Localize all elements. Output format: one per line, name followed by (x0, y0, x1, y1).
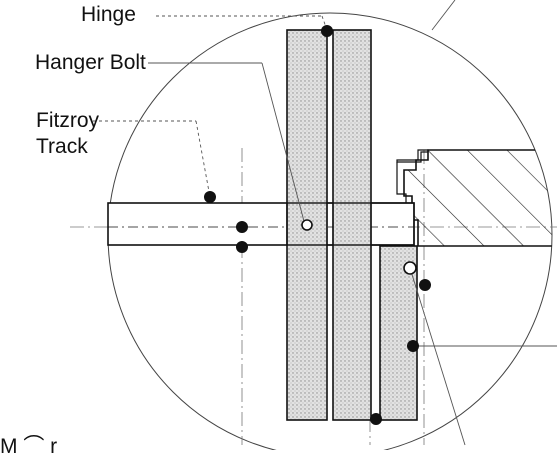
reference-dots (204, 25, 431, 425)
fitzroy-label-line1: Fitzroy (36, 109, 99, 132)
hinge-dot (321, 25, 333, 37)
track-dot (204, 191, 216, 203)
wall-section (396, 149, 552, 247)
bottom-right-leader (409, 267, 466, 446)
hanger-bolt-marker (301, 219, 313, 231)
pivot-marker (403, 261, 417, 275)
panel-2 (332, 29, 372, 421)
leader-lines (93, 0, 557, 446)
hanger-bolt-label: Hanger Bolt (35, 51, 146, 74)
track-overlay (286, 202, 415, 246)
detail-drawing (70, 0, 557, 458)
fitzroy-label-line2: Track (36, 135, 88, 158)
hinge-label: Hinge (81, 3, 136, 26)
fitzroy-track-label: Fitzroy Track (36, 108, 99, 160)
top-right-leader (431, 0, 456, 31)
panel-3 (379, 245, 418, 421)
diagram-canvas (70, 0, 557, 458)
partial-bottom-label: M ⌒ r (0, 435, 58, 458)
